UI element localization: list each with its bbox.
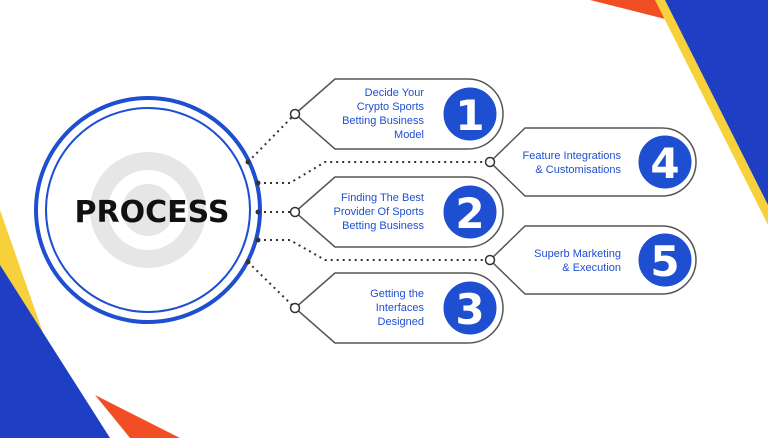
connector-dots <box>245 159 261 265</box>
process-title: PROCESS <box>75 195 230 230</box>
process-hub: PROCESS <box>34 96 262 324</box>
step-2-label: Finding The Best Provider Of Sports Bett… <box>333 192 424 232</box>
step-3-label: Getting the Interfaces Designed <box>370 288 424 328</box>
step-1-number: 1 <box>455 91 484 140</box>
step-5-label: Superb Marketing & Execution <box>534 248 621 274</box>
step-5-number: 5 <box>650 237 679 286</box>
corner-decoration-bottom-left <box>0 210 180 438</box>
step-4-label: Feature Integrations & Customisations <box>522 150 621 176</box>
step-1-label: Decide Your Crypto Sports Betting Busine… <box>342 87 424 141</box>
step-4-number: 4 <box>650 139 679 188</box>
step-4: 4 <box>484 127 697 197</box>
connectors <box>247 113 490 309</box>
step-3-number: 3 <box>455 285 484 334</box>
step-2-number: 2 <box>455 189 484 238</box>
step-3: 3 <box>289 272 504 344</box>
step-5: 5 <box>484 225 697 295</box>
step-1: 1 <box>289 78 504 150</box>
step-2: 2 <box>289 176 504 248</box>
corner-decoration-top-right <box>590 0 768 225</box>
